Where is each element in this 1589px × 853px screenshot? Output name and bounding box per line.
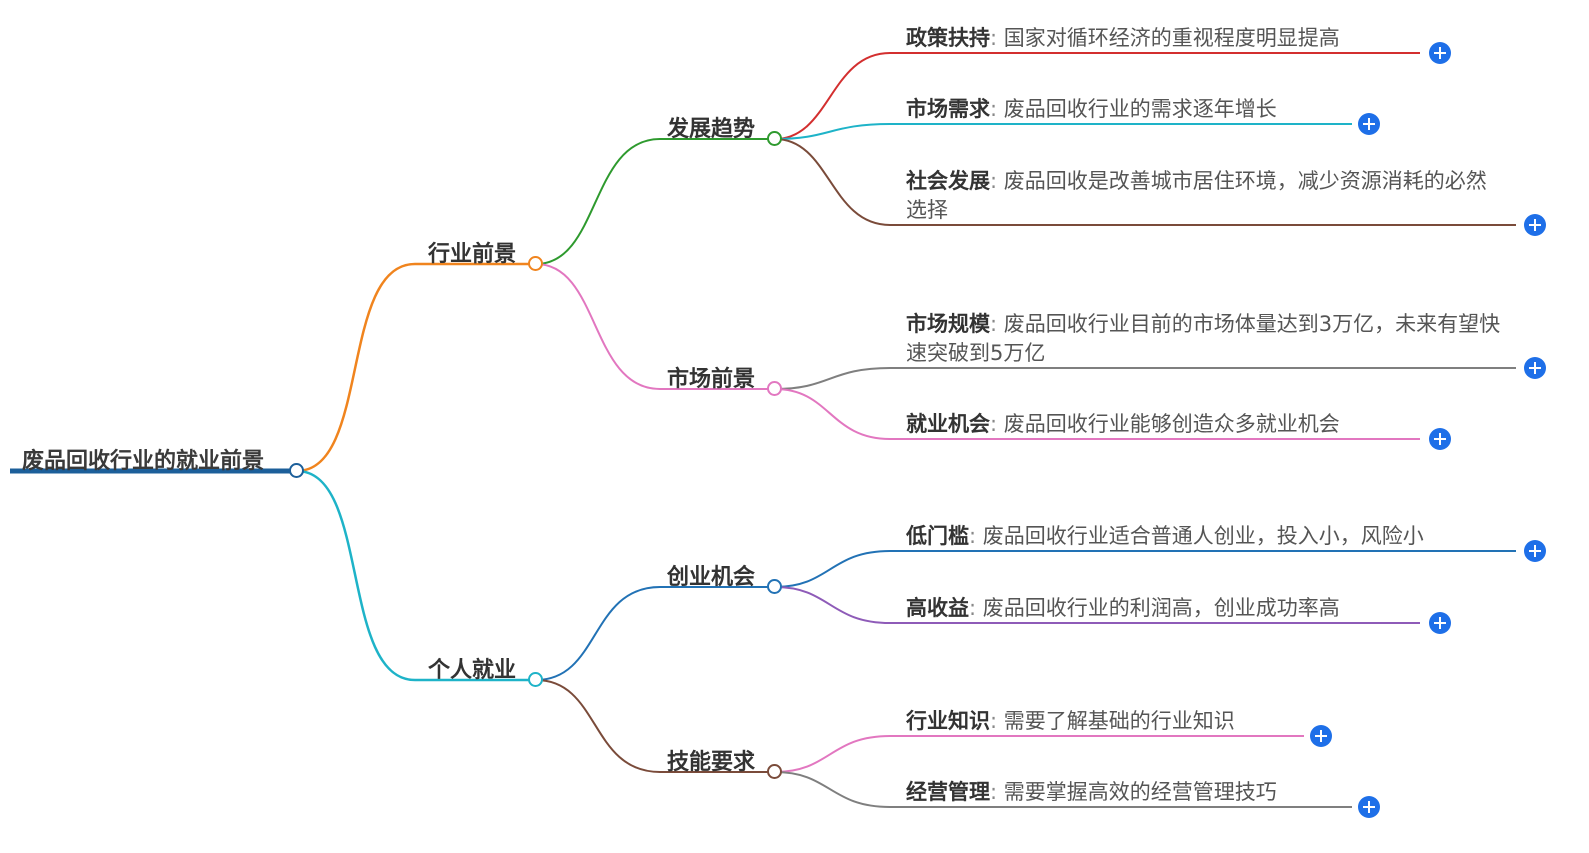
leaf-separator: : [990, 412, 1004, 436]
expand-scale-button[interactable] [1524, 357, 1546, 379]
leaf-value: 废品回收行业适合普通人创业，投入小，风险小 [982, 524, 1424, 548]
expand-management-button[interactable] [1358, 796, 1380, 818]
leaf-key: 低门槛 [906, 524, 969, 548]
leaf-value: 国家对循环经济的重视程度明显提高 [1003, 26, 1340, 50]
node-startup-opportunity: 创业机会 [667, 565, 756, 590]
leaf-business-management: 经营管理: 需要掌握高效的经营管理技巧 [906, 778, 1406, 807]
leaf-social-development: 社会发展: 废品回收是改善城市居住环境，减少资源消耗的必然选择 [906, 167, 1506, 225]
link-root-personal [296, 469, 536, 682]
leaf-industry-knowledge: 行业知识: 需要了解基础的行业知识 [906, 707, 1326, 736]
leaf-value: 需要掌握高效的经营管理技巧 [1003, 780, 1277, 804]
leaf-separator: : [969, 596, 983, 620]
leaf-value: 废品回收行业能够创造众多就业机会 [1003, 412, 1340, 436]
personal-connector-dot[interactable] [528, 672, 543, 687]
node-industry-prospect: 行业前景 [428, 242, 517, 267]
node-market-prospect: 市场前景 [667, 367, 756, 392]
expand-society-button[interactable] [1524, 214, 1546, 236]
leaf-key: 市场需求 [906, 97, 990, 121]
node-personal-employment: 个人就业 [428, 658, 517, 683]
link-root-industry [296, 262, 536, 473]
link-trend-policy [774, 52, 1420, 140]
leaf-separator: : [990, 312, 1004, 336]
leaf-separator: : [990, 26, 1004, 50]
link-personal-startup [535, 586, 775, 681]
leaf-value: 废品回收是改善城市居住环境，减少资源消耗的必然选择 [906, 169, 1487, 222]
link-startup-high [774, 586, 1420, 624]
leaf-policy-support: 政策扶持: 国家对循环经济的重视程度明显提高 [906, 24, 1466, 53]
link-skills-knowledge [774, 735, 1304, 773]
leaf-separator: : [990, 97, 1004, 121]
root-connector-dot[interactable] [289, 463, 304, 478]
leaf-key: 高收益 [906, 596, 969, 620]
leaf-value: 需要了解基础的行业知识 [1003, 709, 1235, 733]
leaf-key: 政策扶持 [906, 26, 990, 50]
expand-high-return-button[interactable] [1429, 612, 1451, 634]
link-industry-trend [535, 138, 775, 265]
trend-connector-dot[interactable] [767, 131, 782, 146]
leaf-key: 行业知识 [906, 709, 990, 733]
leaf-job-opportunities: 就业机会: 废品回收行业能够创造众多就业机会 [906, 410, 1466, 439]
link-startup-low [774, 550, 1516, 588]
link-market-jobs [774, 388, 1420, 440]
link-skills-management [774, 771, 1352, 808]
expand-jobs-button[interactable] [1429, 428, 1451, 450]
leaf-separator: : [990, 709, 1004, 733]
node-development-trend: 发展趋势 [667, 117, 756, 142]
expand-knowledge-button[interactable] [1310, 725, 1332, 747]
market-connector-dot[interactable] [767, 381, 782, 396]
skills-connector-dot[interactable] [767, 764, 782, 779]
leaf-key: 就业机会 [906, 412, 990, 436]
leaf-market-demand: 市场需求: 废品回收行业的需求逐年增长 [906, 95, 1406, 124]
leaf-market-scale: 市场规模: 废品回收行业目前的市场体量达到3万亿，未来有望快速突破到5万亿 [906, 310, 1506, 368]
link-trend-society [774, 138, 1516, 226]
leaf-key: 市场规模 [906, 312, 990, 336]
leaf-key: 社会发展 [906, 169, 990, 193]
leaf-low-barrier: 低门槛: 废品回收行业适合普通人创业，投入小，风险小 [906, 522, 1516, 551]
root-node-label: 废品回收行业的就业前景 [22, 449, 265, 474]
leaf-value: 废品回收行业的需求逐年增长 [1003, 97, 1277, 121]
leaf-value: 废品回收行业的利润高，创业成功率高 [982, 596, 1340, 620]
expand-low-barrier-button[interactable] [1524, 540, 1546, 562]
industry-connector-dot[interactable] [528, 256, 543, 271]
link-industry-market [535, 263, 775, 390]
link-personal-skills [535, 679, 775, 773]
link-market-scale [774, 367, 1516, 390]
link-trend-demand [774, 123, 1352, 140]
leaf-value: 废品回收行业目前的市场体量达到3万亿，未来有望快速突破到5万亿 [906, 312, 1501, 365]
leaf-separator: : [969, 524, 983, 548]
startup-connector-dot[interactable] [767, 579, 782, 594]
expand-demand-button[interactable] [1358, 113, 1380, 135]
leaf-key: 经营管理 [906, 780, 990, 804]
leaf-separator: : [990, 169, 1004, 193]
leaf-separator: : [990, 780, 1004, 804]
expand-policy-button[interactable] [1429, 42, 1451, 64]
node-skill-requirements: 技能要求 [667, 750, 756, 775]
leaf-high-return: 高收益: 废品回收行业的利润高，创业成功率高 [906, 594, 1466, 623]
